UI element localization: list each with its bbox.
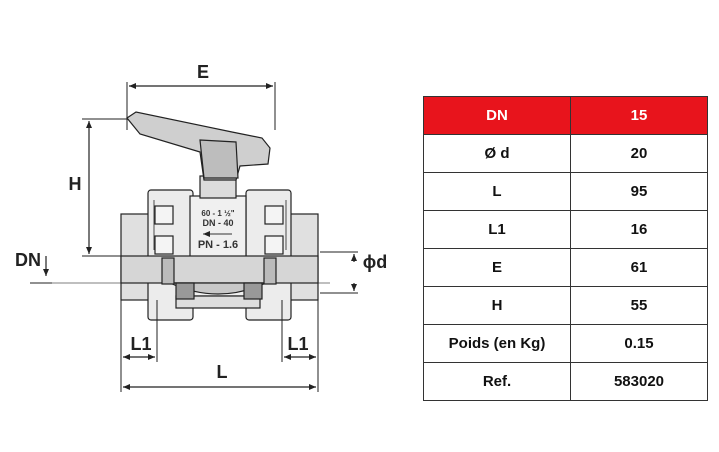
dimension-l1-right: L1	[281, 300, 319, 392]
table-cell-value: 95	[570, 172, 708, 211]
dim-label-h: H	[69, 174, 82, 194]
table-header-row: DN 15	[423, 96, 708, 135]
table-cell-value: 583020	[570, 362, 708, 401]
table-row: L 95	[423, 172, 708, 211]
dim-label-e: E	[197, 62, 209, 82]
dim-label-l: L	[217, 362, 228, 382]
table-cell-value: 16	[570, 210, 708, 249]
dimension-l: L	[123, 362, 316, 390]
dim-label-d: ϕd	[363, 252, 388, 272]
dimension-l1-left: L1	[120, 300, 158, 392]
dim-label-l1-right: L1	[287, 334, 308, 354]
table-cell-value: 61	[570, 248, 708, 287]
table-row: L1 16	[423, 210, 708, 249]
table-cell-value: 55	[570, 286, 708, 325]
table-row: E 61	[423, 248, 708, 287]
dimension-d: ϕd	[320, 251, 388, 294]
dim-label-dn: DN	[15, 250, 41, 270]
table-cell-label: E	[423, 248, 571, 287]
table-cell-label: DN	[423, 96, 571, 135]
table-row: Ø d 20	[423, 134, 708, 173]
table-row: Poids (en Kg) 0.15	[423, 324, 708, 363]
table-cell-value: 15	[570, 96, 708, 135]
table-cell-label: Poids (en Kg)	[423, 324, 571, 363]
dimension-h: H	[69, 118, 135, 257]
table-cell-label: H	[423, 286, 571, 325]
valve-body	[120, 175, 319, 321]
dimension-e: E	[126, 62, 276, 130]
body-marking: 60 - 1 ½" DN - 40 PN - 1.6	[198, 209, 238, 251]
table-row: H 55	[423, 286, 708, 325]
body-text-pn: PN - 1.6	[198, 239, 238, 251]
table-cell-value: 20	[570, 134, 708, 173]
table-cell-label: L1	[423, 210, 571, 249]
dim-label-l1-left: L1	[130, 334, 151, 354]
valve-handle	[126, 111, 271, 181]
table-row: Ref. 583020	[423, 362, 708, 401]
table-cell-value: 0.15	[570, 324, 708, 363]
body-text-dn: DN - 40	[202, 218, 233, 228]
spec-table: DN 15 Ø d 20 L 95 L1 16 E 61 H 55 Poids …	[423, 96, 708, 401]
table-cell-label: Ref.	[423, 362, 571, 401]
table-cell-label: Ø d	[423, 134, 571, 173]
table-cell-label: L	[423, 172, 571, 211]
ball-valve-drawing: E H DN ϕd	[15, 62, 388, 392]
body-text-size: 60 - 1 ½"	[201, 209, 234, 218]
